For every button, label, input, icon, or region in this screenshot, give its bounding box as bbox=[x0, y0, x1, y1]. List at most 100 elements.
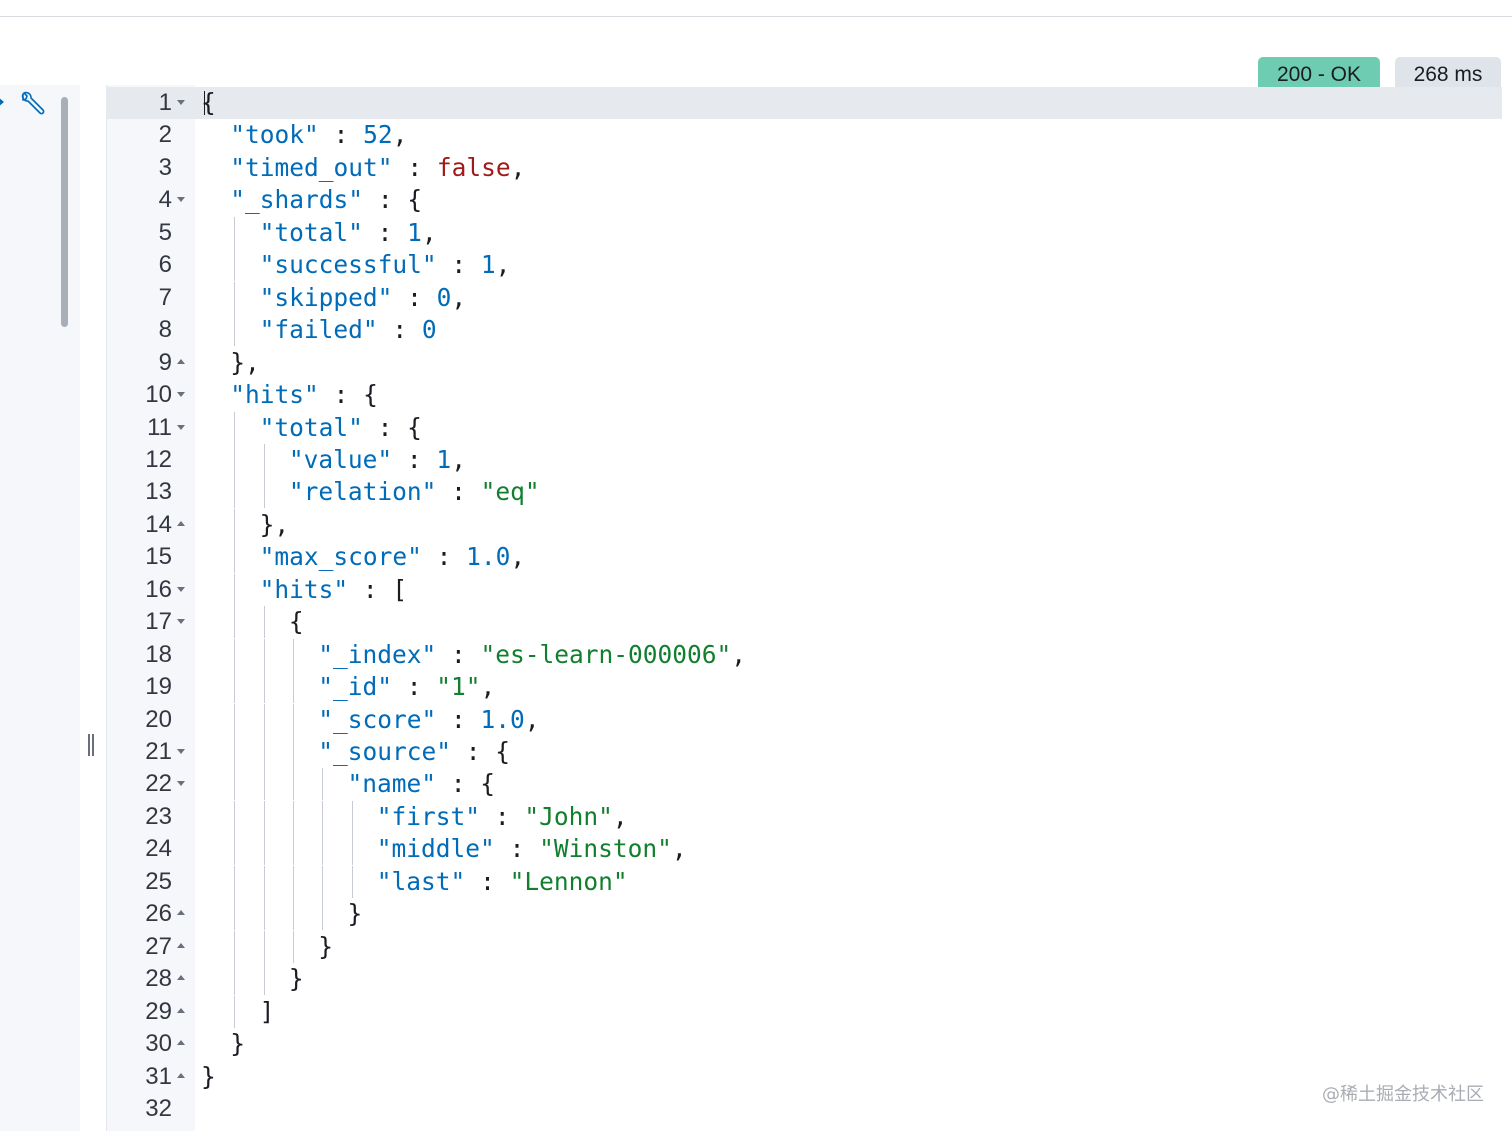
line-number: 26 bbox=[145, 900, 172, 928]
indent-guide bbox=[234, 833, 236, 866]
code-token: 0 bbox=[436, 282, 452, 312]
fold-collapse-icon[interactable] bbox=[177, 619, 185, 625]
line-number: 4 bbox=[158, 186, 172, 214]
resize-handle-icon[interactable] bbox=[86, 734, 96, 760]
indent-guide bbox=[292, 833, 294, 866]
line-number: 31 bbox=[145, 1062, 172, 1090]
fold-expand-icon[interactable] bbox=[177, 1072, 185, 1078]
code-text: } bbox=[289, 963, 304, 995]
code-token: : bbox=[494, 834, 540, 864]
code-token: "took" bbox=[230, 120, 319, 150]
code-token: "_score" bbox=[318, 704, 437, 734]
fold-expand-icon[interactable] bbox=[177, 910, 185, 916]
indent-guide bbox=[234, 541, 236, 574]
code-line: 26} bbox=[106, 898, 1506, 931]
code-token: 1 bbox=[480, 250, 496, 280]
fold-collapse-icon[interactable] bbox=[177, 392, 185, 398]
indent-guide bbox=[263, 930, 265, 963]
line-number: 6 bbox=[158, 251, 172, 279]
code-token: , bbox=[392, 120, 408, 150]
code-text: "total" : 1, bbox=[260, 217, 437, 249]
code-token: "hits" bbox=[230, 380, 319, 410]
code-line: 14}, bbox=[106, 508, 1506, 541]
code-line: 21"_source" : { bbox=[106, 736, 1506, 768]
code-token: : bbox=[436, 250, 481, 280]
code-token: : bbox=[436, 704, 481, 734]
code-token: 1.0 bbox=[480, 704, 525, 734]
code-token: "es-learn-000006" bbox=[480, 639, 732, 669]
code-token: , bbox=[451, 444, 466, 474]
fold-expand-icon[interactable] bbox=[177, 1040, 185, 1046]
fold-collapse-icon[interactable] bbox=[177, 197, 185, 203]
indent-guide bbox=[234, 638, 236, 671]
indent-guide bbox=[263, 898, 265, 931]
code-line: 32 bbox=[106, 1093, 1506, 1125]
code-token: : bbox=[318, 120, 364, 150]
code-token: }, bbox=[230, 347, 260, 377]
request-scrollbar[interactable] bbox=[61, 97, 68, 327]
code-text: "relation" : "eq" bbox=[289, 476, 540, 508]
code-text: "total" : { bbox=[260, 412, 422, 444]
indent-guide bbox=[234, 703, 236, 736]
code-line: 29] bbox=[106, 995, 1506, 1028]
fold-collapse-icon[interactable] bbox=[177, 586, 185, 592]
code-line: 31} bbox=[106, 1061, 1506, 1093]
code-token: : bbox=[391, 672, 437, 702]
code-token: } bbox=[318, 931, 333, 961]
fold-collapse-icon[interactable] bbox=[177, 424, 185, 430]
fold-expand-icon[interactable] bbox=[177, 1007, 185, 1013]
code-text: "value" : 1, bbox=[289, 444, 466, 476]
code-token: 1 bbox=[407, 217, 422, 247]
text-cursor bbox=[204, 91, 205, 115]
code-token: "eq" bbox=[480, 477, 540, 507]
code-token: "max_score" bbox=[259, 542, 422, 572]
line-number: 27 bbox=[145, 932, 172, 960]
wrench-icon[interactable] bbox=[16, 90, 46, 120]
line-number: 18 bbox=[145, 640, 172, 668]
indent-guide bbox=[234, 963, 236, 996]
code-line: 11 "total" : { bbox=[106, 411, 1506, 444]
code-text: "last" : "Lennon" bbox=[377, 866, 628, 898]
indent-guide bbox=[351, 800, 353, 833]
indent-guide bbox=[322, 865, 324, 898]
line-number: 19 bbox=[145, 673, 172, 701]
indent-guide bbox=[322, 898, 324, 931]
code-token: 1 bbox=[436, 444, 452, 474]
code-token: "_shards" bbox=[230, 185, 364, 215]
fold-expand-icon[interactable] bbox=[177, 520, 185, 526]
run-arrow-icon[interactable] bbox=[0, 97, 4, 107]
code-line: 12"value" : 1, bbox=[106, 443, 1506, 476]
code-token: , bbox=[524, 704, 540, 734]
code-token: , bbox=[451, 282, 467, 312]
code-text: ] bbox=[260, 996, 275, 1028]
line-number: 5 bbox=[158, 218, 172, 246]
fold-expand-icon[interactable] bbox=[177, 358, 185, 364]
active-line-highlight bbox=[106, 87, 1502, 119]
code-text: "_shards" : { bbox=[230, 184, 422, 216]
code-text: } bbox=[318, 931, 333, 963]
indent-guide bbox=[234, 736, 236, 768]
code-token: , bbox=[421, 217, 437, 247]
fold-collapse-icon[interactable] bbox=[177, 749, 185, 754]
indent-guide bbox=[234, 573, 236, 606]
indent-guide bbox=[263, 638, 265, 671]
line-number: 21 bbox=[145, 738, 172, 765]
fold-expand-icon[interactable] bbox=[177, 975, 185, 981]
code-token: } bbox=[288, 964, 304, 994]
code-text: "middle" : "Winston", bbox=[377, 833, 687, 865]
code-token: : { bbox=[363, 185, 423, 215]
indent-guide bbox=[263, 443, 265, 476]
code-token: "total" bbox=[259, 412, 363, 442]
code-token: : bbox=[421, 542, 467, 572]
request-panel-gutter bbox=[0, 85, 80, 1131]
code-token: "relation" bbox=[288, 477, 437, 507]
code-text: "skipped" : 0, bbox=[260, 282, 467, 314]
response-status-bar: 200 - OK 268 ms bbox=[0, 17, 1512, 93]
fold-expand-icon[interactable] bbox=[177, 942, 185, 948]
code-token: : { bbox=[436, 769, 496, 799]
indent-guide bbox=[234, 249, 236, 282]
line-number: 11 bbox=[147, 413, 172, 441]
code-line: 5 "total" : 1, bbox=[106, 216, 1506, 249]
fold-collapse-icon[interactable] bbox=[177, 781, 185, 787]
fold-collapse-icon[interactable] bbox=[177, 100, 185, 105]
